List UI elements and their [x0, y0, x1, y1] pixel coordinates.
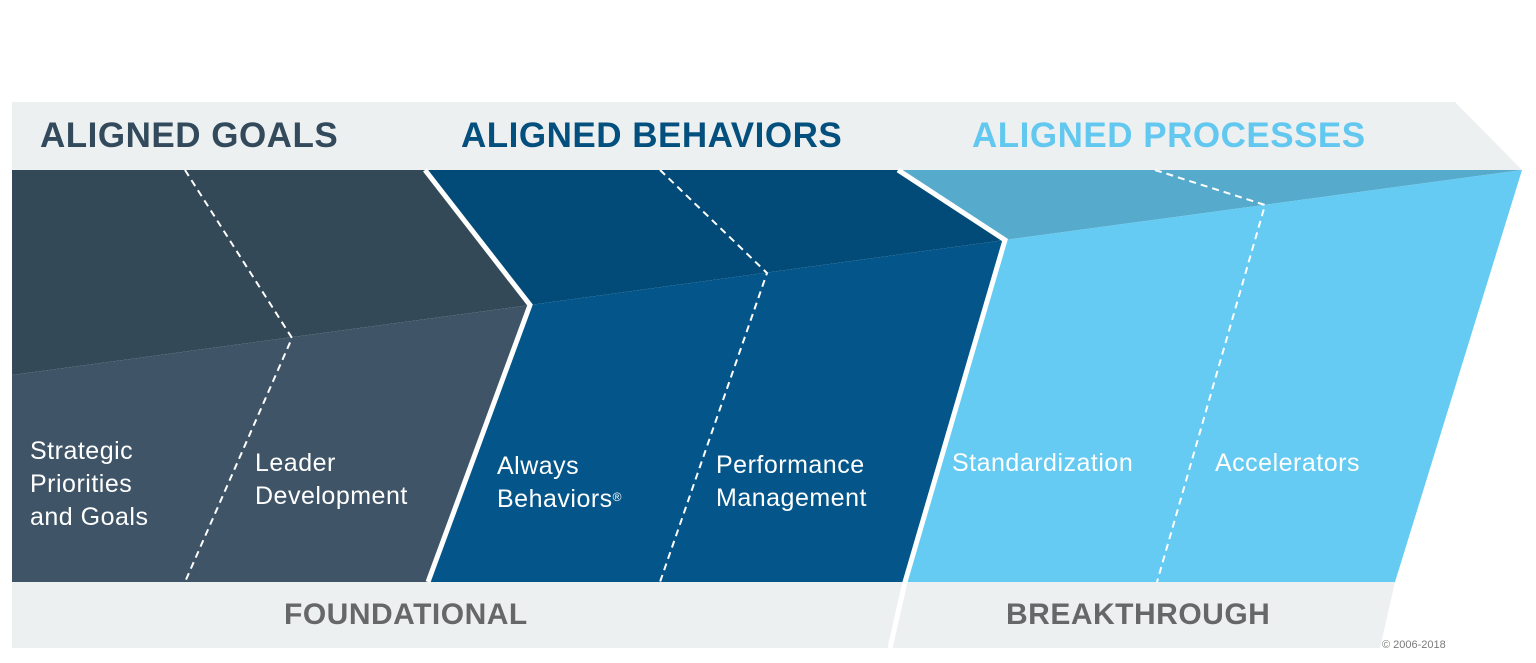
- segment-line: Standardization: [952, 449, 1134, 477]
- behaviors-region-light: [428, 240, 1005, 582]
- copyright-notice: © 2006-2018: [1382, 639, 1446, 651]
- segment-line: Performance: [716, 451, 865, 479]
- behaviors-processes-divider: [887, 167, 1008, 649]
- header-aligned-processes: ALIGNED PROCESSES: [972, 116, 1366, 155]
- processes-dashed-divider: [1154, 169, 1267, 583]
- segment-line: Leader: [255, 449, 336, 477]
- footer-band: [12, 582, 1395, 648]
- registered-mark: ®: [612, 490, 623, 504]
- processes-region-dark: [898, 170, 1522, 240]
- segment-line-text: Behaviors: [497, 485, 613, 513]
- footer-foundational: FOUNDATIONAL: [284, 598, 528, 631]
- segment-line: Priorities: [30, 470, 133, 498]
- processes-region-light: [905, 170, 1522, 582]
- goals-behaviors-divider: [423, 168, 533, 583]
- behaviors-dashed-divider: [659, 169, 769, 583]
- header-aligned-goals: ALIGNED GOALS: [40, 116, 339, 155]
- segment-always-behaviors: Always Behaviors®: [497, 450, 622, 516]
- segment-accelerators: Accelerators: [1215, 447, 1360, 480]
- segment-standardization: Standardization: [952, 447, 1133, 480]
- segment-line: Development: [255, 482, 408, 510]
- segment-strategic-priorities: Strategic Priorities and Goals: [30, 435, 148, 534]
- behaviors-region-dark: [425, 170, 1005, 305]
- segment-line: Behaviors®: [497, 483, 622, 516]
- goals-region-dark: [12, 170, 530, 375]
- goals-dashed-divider: [184, 169, 294, 583]
- footer-breakthrough: BREAKTHROUGH: [1006, 598, 1271, 631]
- segment-performance-management: Performance Management: [716, 449, 867, 515]
- segment-line: Strategic: [30, 437, 134, 465]
- segment-line: and Goals: [30, 503, 149, 531]
- segment-line: Always: [497, 452, 580, 480]
- segment-line: Management: [716, 484, 867, 512]
- segment-line: Accelerators: [1215, 449, 1360, 477]
- header-band: [12, 102, 1522, 170]
- goals-region-light: [12, 305, 530, 582]
- header-aligned-behaviors: ALIGNED BEHAVIORS: [461, 116, 843, 155]
- segment-leader-development: Leader Development: [255, 447, 408, 513]
